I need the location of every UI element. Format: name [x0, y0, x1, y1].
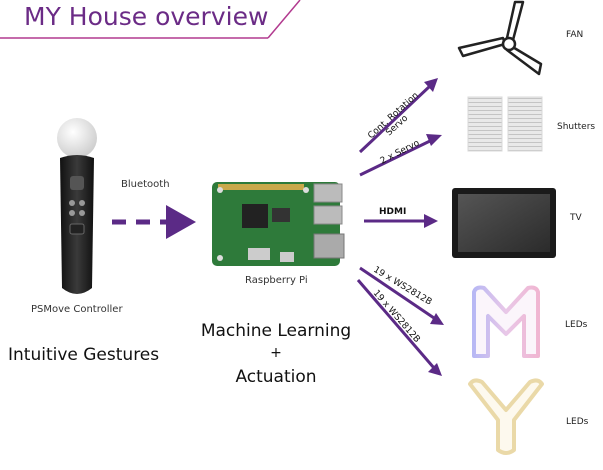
led-m-arrow	[359, 266, 444, 325]
controller-label: PSMove Controller	[31, 304, 123, 315]
ml-caption-line1: Machine Learning	[200, 321, 352, 341]
ml-caption-line2: +	[270, 345, 282, 361]
raspberry-pi-label: Raspberry Pi	[245, 275, 308, 286]
tv-icon	[452, 188, 556, 258]
psmove-controller-icon	[57, 118, 97, 294]
led-letter-y-icon	[468, 378, 544, 455]
tv-label: TV	[570, 213, 582, 223]
tv-arrow	[364, 214, 438, 228]
fan-icon	[457, 0, 543, 76]
raspberry-pi-board-icon	[212, 182, 345, 266]
led-letter-m-icon	[472, 285, 540, 358]
gestures-caption: Intuitive Gestures	[8, 345, 160, 365]
ml-caption-line3: Actuation	[235, 367, 317, 387]
fan-label: FAN	[566, 30, 584, 40]
tv-arrow-label: HDMI	[379, 207, 406, 217]
leds-y-label: LEDs	[566, 417, 589, 427]
bluetooth-label: Bluetooth	[121, 179, 170, 190]
page-title: MY House overview	[24, 2, 269, 31]
title-underline	[0, 0, 301, 39]
fan-arrow	[358, 78, 438, 154]
bluetooth-arrow	[112, 205, 196, 239]
shutters-arrow-label: 2 x Servo	[379, 138, 422, 166]
led-y-arrow	[356, 279, 442, 376]
shutters-icon	[467, 96, 543, 152]
shutters-arrow	[359, 134, 442, 177]
shutters-label: Shutters	[557, 122, 596, 132]
leds-m-label: LEDs	[565, 320, 588, 330]
